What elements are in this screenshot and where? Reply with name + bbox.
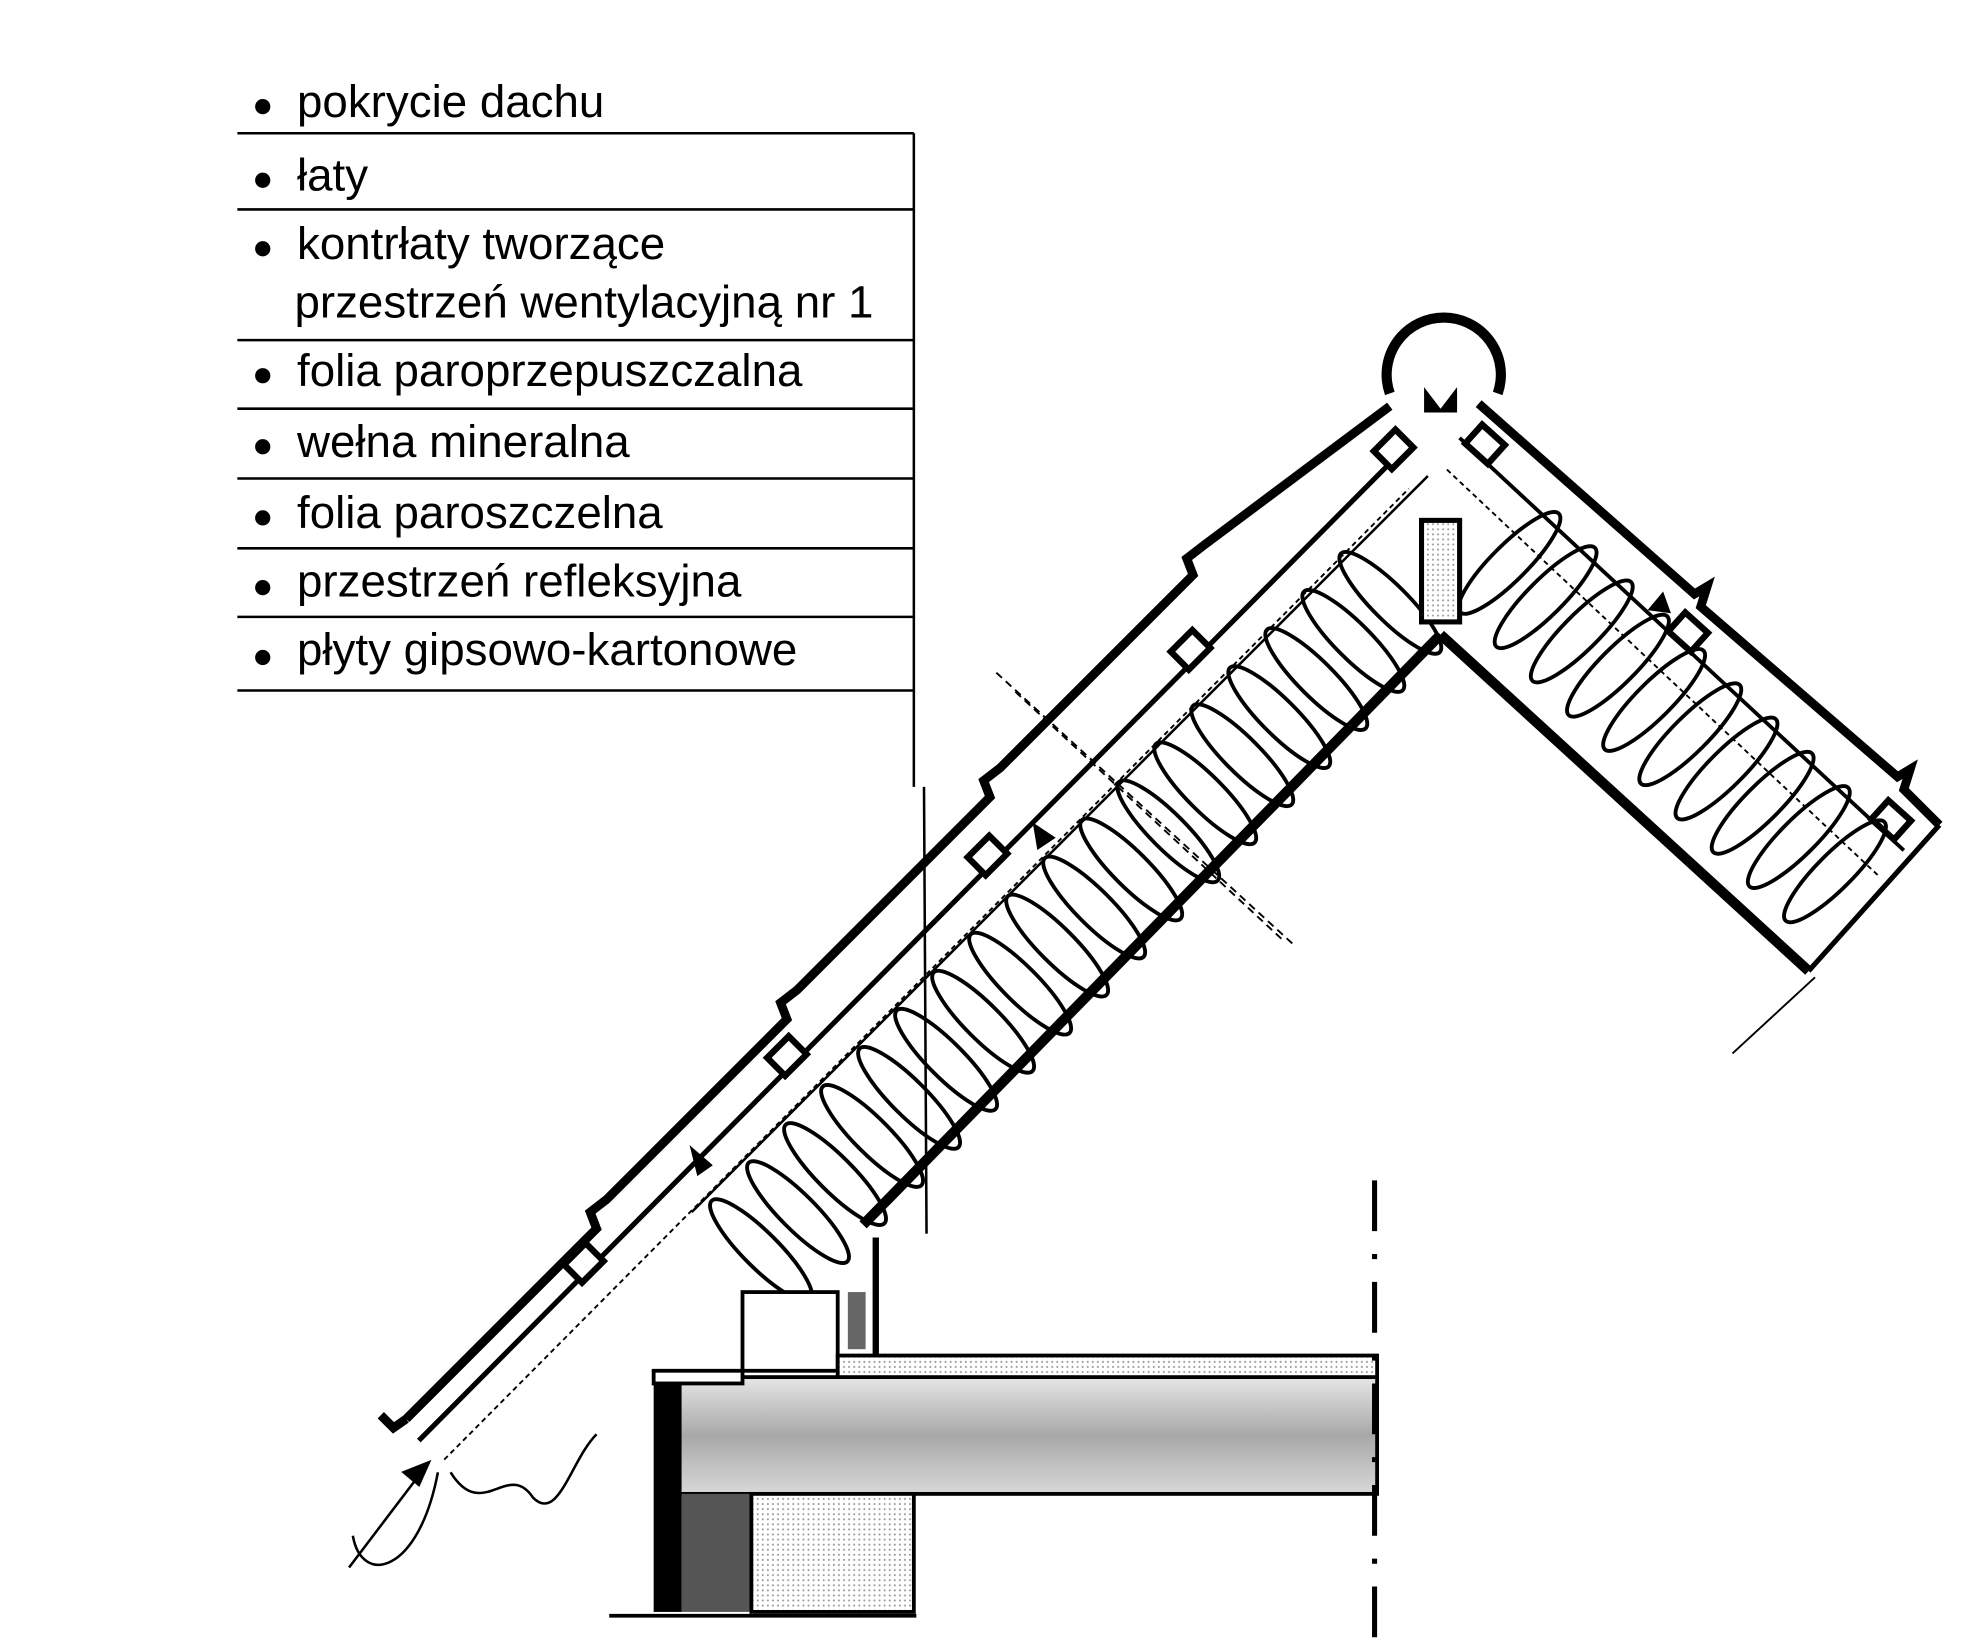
wool-loop	[1745, 784, 1852, 890]
battens-right	[1460, 420, 1916, 845]
legend-item-counter-battens-line2: przestrzeń wentylacyjną nr 1	[294, 276, 873, 327]
legend-item-vapour-barrier: folia paroszczelna	[297, 487, 663, 538]
wool-loop	[1189, 702, 1296, 809]
break-lines	[995, 671, 1816, 1055]
wool-loop	[819, 1083, 925, 1189]
legend-item-mineral-wool: wełna mineralna	[296, 416, 630, 467]
roof-left-slope	[377, 402, 1445, 1461]
legend-item-roof-covering: pokrycie dachu	[297, 76, 604, 127]
wall-plate	[740, 1290, 840, 1373]
wool-loop	[1004, 892, 1111, 999]
mineral-wool-insulation	[708, 510, 1888, 1304]
legend-item-counter-battens: kontrłaty tworzące	[297, 218, 665, 269]
legend-item-battens: łaty	[297, 149, 368, 200]
wool-loop	[1673, 715, 1780, 822]
wool-loop	[1565, 612, 1671, 719]
roof-right-slope	[1437, 400, 1943, 975]
floor-slab	[658, 1375, 1380, 1496]
wool-loop	[1226, 664, 1333, 770]
wool-loop	[967, 930, 1073, 1037]
ventilation-arrows	[348, 591, 1671, 1569]
wool-loop	[1528, 578, 1635, 685]
wool-loop	[1152, 740, 1259, 847]
wool-loop	[1601, 647, 1707, 753]
wool-loop	[1492, 544, 1599, 651]
wool-loop	[782, 1121, 888, 1227]
wool-loop	[1456, 510, 1563, 616]
wool-loop	[1637, 681, 1744, 788]
wool-loop	[1078, 816, 1185, 923]
wool-loop	[856, 1045, 962, 1151]
wool-loop	[893, 1006, 999, 1113]
wool-loop	[930, 968, 1036, 1075]
wool-loop	[1041, 854, 1148, 961]
wool-loop	[1115, 778, 1222, 885]
legend-item-reflective-space: przestrzeń refleksyjna	[297, 556, 742, 607]
wool-loop	[1782, 818, 1888, 925]
legend-item-plasterboard: płyty gipsowo-kartonowe	[297, 624, 797, 675]
wool-loop	[745, 1159, 851, 1265]
wool-loop	[1709, 749, 1816, 856]
wool-loop	[1263, 626, 1370, 732]
ridge-tile	[1381, 312, 1506, 625]
wool-loop	[1300, 588, 1407, 694]
wool-loop	[1337, 550, 1444, 656]
legend-bullets	[255, 99, 271, 666]
legend-item-breathable-membrane: folia paroprzepuszczalna	[297, 345, 803, 396]
battens-left	[559, 425, 1418, 1288]
ridge-beam	[1419, 517, 1463, 625]
wall-and-floor	[609, 1180, 1380, 1650]
